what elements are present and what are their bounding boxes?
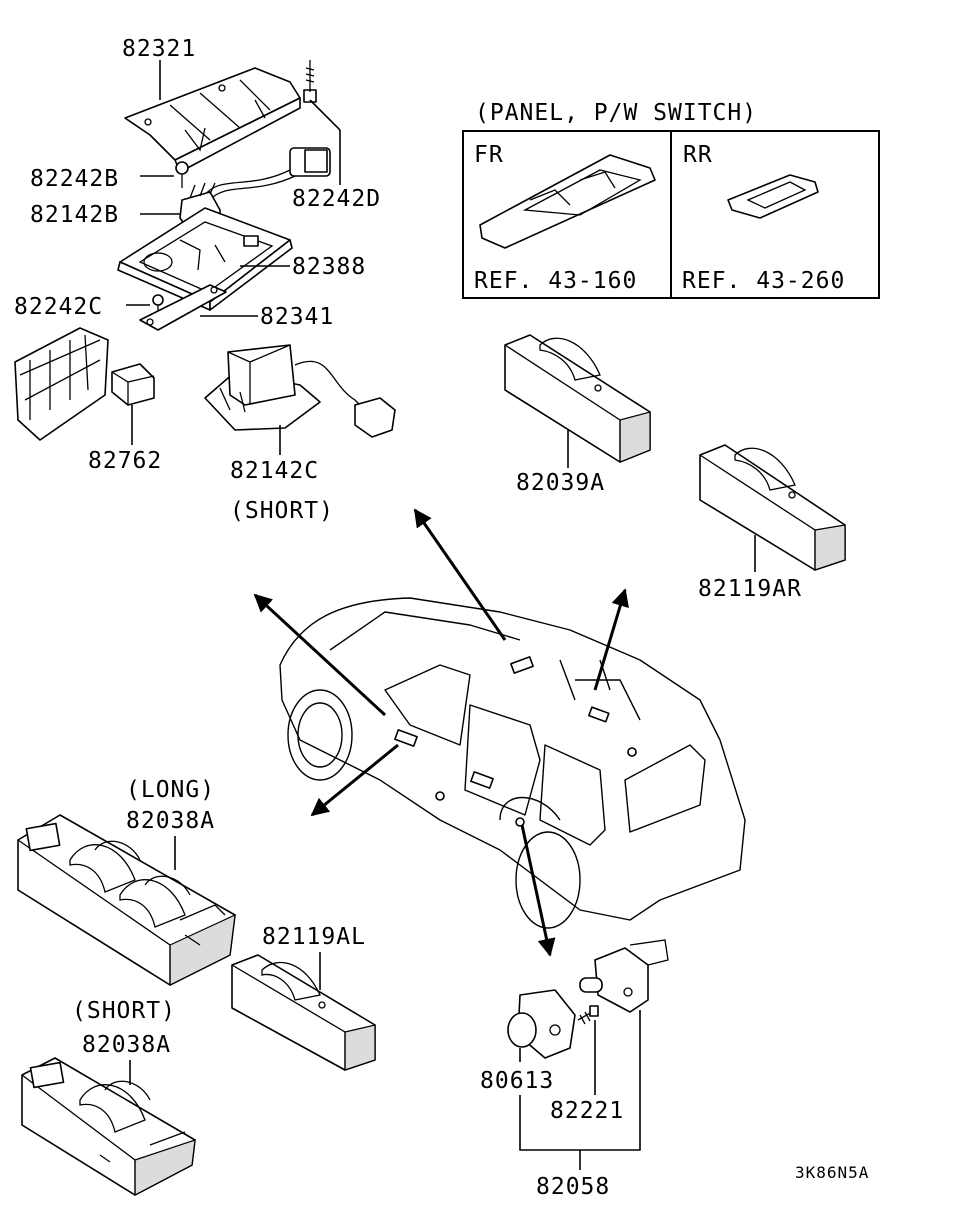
screw-82221	[577, 1005, 599, 1025]
lens-82341	[139, 284, 227, 331]
label-82242C: 82242C	[14, 294, 103, 320]
switch-82119AL	[231, 954, 376, 1071]
label-82221: 82221	[550, 1098, 624, 1124]
lamp-82142C	[204, 344, 396, 438]
label-long: (LONG)	[126, 777, 215, 803]
switch-82039A	[504, 334, 651, 463]
label-82341: 82341	[260, 304, 334, 330]
label-80613: 80613	[480, 1068, 554, 1094]
label-82242D: 82242D	[292, 186, 381, 212]
screw-82242D	[303, 60, 341, 185]
screw-82242C	[126, 294, 164, 326]
bracket-82058	[519, 1010, 641, 1170]
label-82242B: 82242B	[30, 166, 119, 192]
label-82321: 82321	[122, 36, 196, 62]
label-82762: 82762	[88, 448, 162, 474]
panel-fr-ref: REF. 43-160	[474, 268, 637, 294]
switch-82038A-long	[17, 814, 236, 986]
label-short-1: (SHORT)	[230, 498, 334, 524]
switch-82038A-short	[21, 1057, 196, 1196]
panel-title: (PANEL, P/W SWITCH)	[475, 100, 757, 126]
label-short-2: (SHORT)	[72, 998, 176, 1024]
switch-80613	[507, 989, 576, 1059]
panel-rr-ref: REF. 43-260	[682, 268, 845, 294]
label-82058: 82058	[536, 1174, 610, 1200]
label-82119AL: 82119AL	[262, 924, 366, 950]
vehicle-outline	[279, 597, 746, 929]
connector-wire-82242D	[204, 147, 331, 201]
label-82039A: 82039A	[516, 470, 605, 496]
bracket-82321	[124, 67, 301, 173]
diagram-code: 3K86N5A	[795, 1163, 869, 1182]
screw-82242B	[140, 161, 189, 188]
rr-switch-panel	[727, 174, 819, 219]
relay-82762	[111, 363, 155, 406]
label-82142C: 82142C	[230, 458, 319, 484]
switch-82119AR	[699, 444, 846, 571]
label-82142B: 82142B	[30, 202, 119, 228]
label-82038A-short: 82038A	[82, 1032, 171, 1058]
fr-switch-panel	[479, 154, 656, 249]
label-82038A-long: 82038A	[126, 808, 215, 834]
switch-82221-body	[579, 939, 669, 1013]
leader-arrows	[253, 508, 629, 957]
panel-box	[462, 130, 880, 299]
label-82119AR: 82119AR	[698, 576, 802, 602]
panel-fr-label: FR	[474, 142, 504, 168]
bracket-block	[14, 327, 109, 441]
panel-rr-label: RR	[683, 142, 713, 168]
label-82388: 82388	[292, 254, 366, 280]
